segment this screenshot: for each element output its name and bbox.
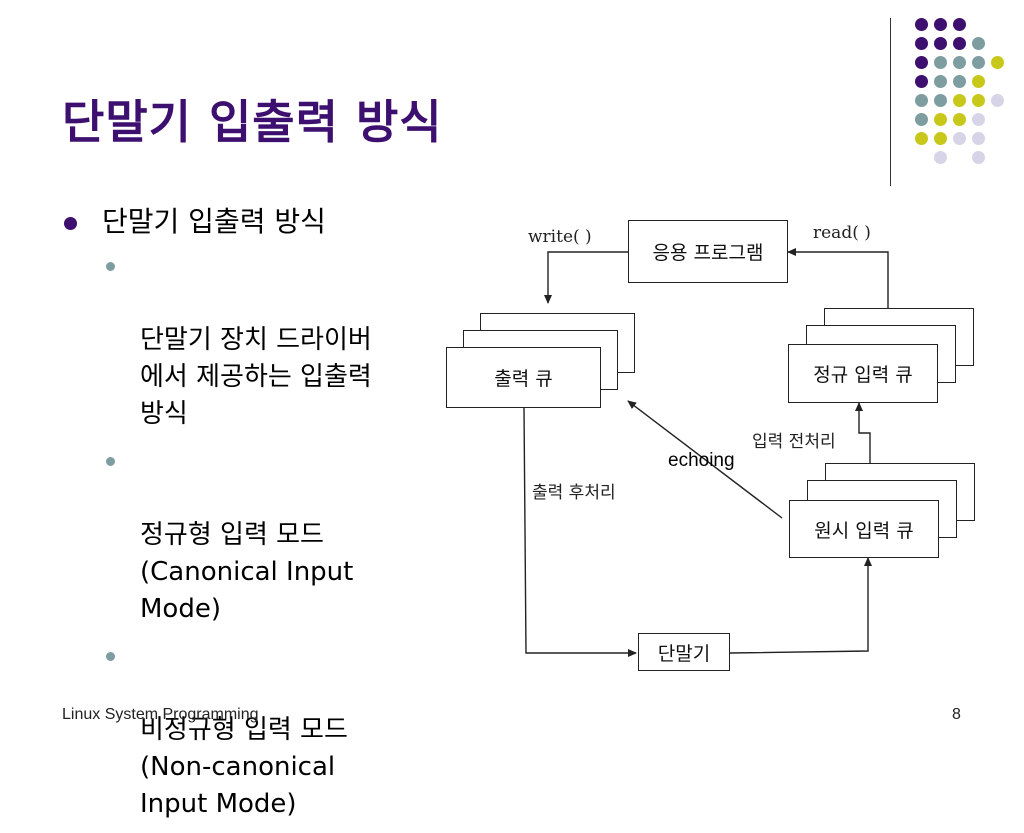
terminal-label: 단말기 (657, 642, 711, 665)
bullet-sub-text: 비정규형 입력 모드 (Non-canonical Input Mode) (140, 715, 348, 819)
bullet-main-text: 단말기 입출력 방식 (102, 205, 326, 238)
canonical-queue-label: 정규 입력 큐 (813, 364, 913, 386)
echoing-arrow (627, 400, 783, 519)
write-arrow (544, 251, 628, 304)
bullet-sub-noncanonical: 비정규형 입력 모드 (Non-canonical Input Mode) (62, 638, 452, 823)
decor-dot (934, 18, 947, 31)
decor-dot (915, 132, 928, 145)
terminal-box: 단말기 (638, 633, 730, 671)
bullet-main: 단말기 입출력 방식 (62, 202, 452, 242)
raw-queue-label: 원시 입력 큐 (814, 519, 914, 542)
decor-dot (991, 56, 1004, 69)
decor-dot (953, 113, 966, 126)
read-label: read( ) (813, 223, 871, 243)
output-queue-box: 출력 큐 (446, 347, 601, 408)
sub-bullet-dot-icon (106, 652, 115, 661)
sub-bullet-dot-icon (106, 457, 115, 466)
decor-dot (972, 132, 985, 145)
write-label: write( ) (528, 227, 592, 247)
footer-course: Linux System Programming (62, 706, 259, 723)
decor-dot (934, 75, 947, 88)
decor-dot (934, 94, 947, 107)
decor-dot (972, 151, 985, 164)
sub-bullet-dot-icon (106, 262, 115, 271)
decor-dot (972, 75, 985, 88)
decor-dot (934, 132, 947, 145)
app-program-label: 응용 프로그램 (652, 242, 764, 264)
decor-dot (953, 18, 966, 31)
echoing-label: echoing (668, 450, 735, 471)
read-arrow (787, 248, 889, 308)
decor-dot (991, 94, 1004, 107)
input-pre-label: 입력 전처리 (752, 432, 836, 452)
bullet-dot-icon (64, 217, 77, 230)
decor-dot (915, 94, 928, 107)
decor-dot (934, 151, 947, 164)
footer-page-number: 8 (952, 706, 961, 723)
bullet-sub-text: 정규형 입력 모드 (Canonical Input Mode) (140, 520, 354, 624)
app-program-box: 응용 프로그램 (628, 220, 788, 283)
decor-dot (972, 37, 985, 50)
bullet-sub-driver: 단말기 장치 드라이버 에서 제공하는 입출력 방식 (62, 248, 452, 433)
decor-dot (915, 37, 928, 50)
decor-dot (934, 37, 947, 50)
decor-dot (934, 56, 947, 69)
output-post-label: 출력 후처리 (532, 483, 616, 503)
decor-dot (953, 94, 966, 107)
decor-dot (915, 75, 928, 88)
decor-dot (953, 75, 966, 88)
raw-queue-box: 원시 입력 큐 (789, 500, 939, 558)
bullet-list: 단말기 입출력 방식 단말기 장치 드라이버 에서 제공하는 입출력 방식 정규… (62, 202, 452, 833)
decor-dot (915, 113, 928, 126)
decor-dot (915, 18, 928, 31)
decor-dot (934, 113, 947, 126)
diagram-arrows (523, 248, 889, 657)
decor-dot (953, 37, 966, 50)
output-to-terminal-arrow (523, 407, 637, 657)
output-queue-label: 출력 큐 (494, 368, 553, 390)
decor-dot (953, 56, 966, 69)
header-divider-line (890, 18, 891, 186)
slide-title: 단말기 입출력 방식 (62, 95, 443, 149)
decor-dot (972, 113, 985, 126)
bullet-sub-text: 단말기 장치 드라이버 에서 제공하는 입출력 방식 (140, 325, 372, 429)
bullet-sub-canonical: 정규형 입력 모드 (Canonical Input Mode) (62, 443, 452, 628)
terminal-to-raw-arrow (729, 557, 872, 654)
canonical-queue-box: 정규 입력 큐 (788, 344, 938, 403)
decor-dot (972, 56, 985, 69)
decor-dot (953, 132, 966, 145)
decor-dot (915, 56, 928, 69)
decor-dot (972, 94, 985, 107)
terminal-io-diagram: 응용 프로그램 write( ) read( ) 출력 큐 정규 입력 큐 원시… (440, 205, 1000, 685)
